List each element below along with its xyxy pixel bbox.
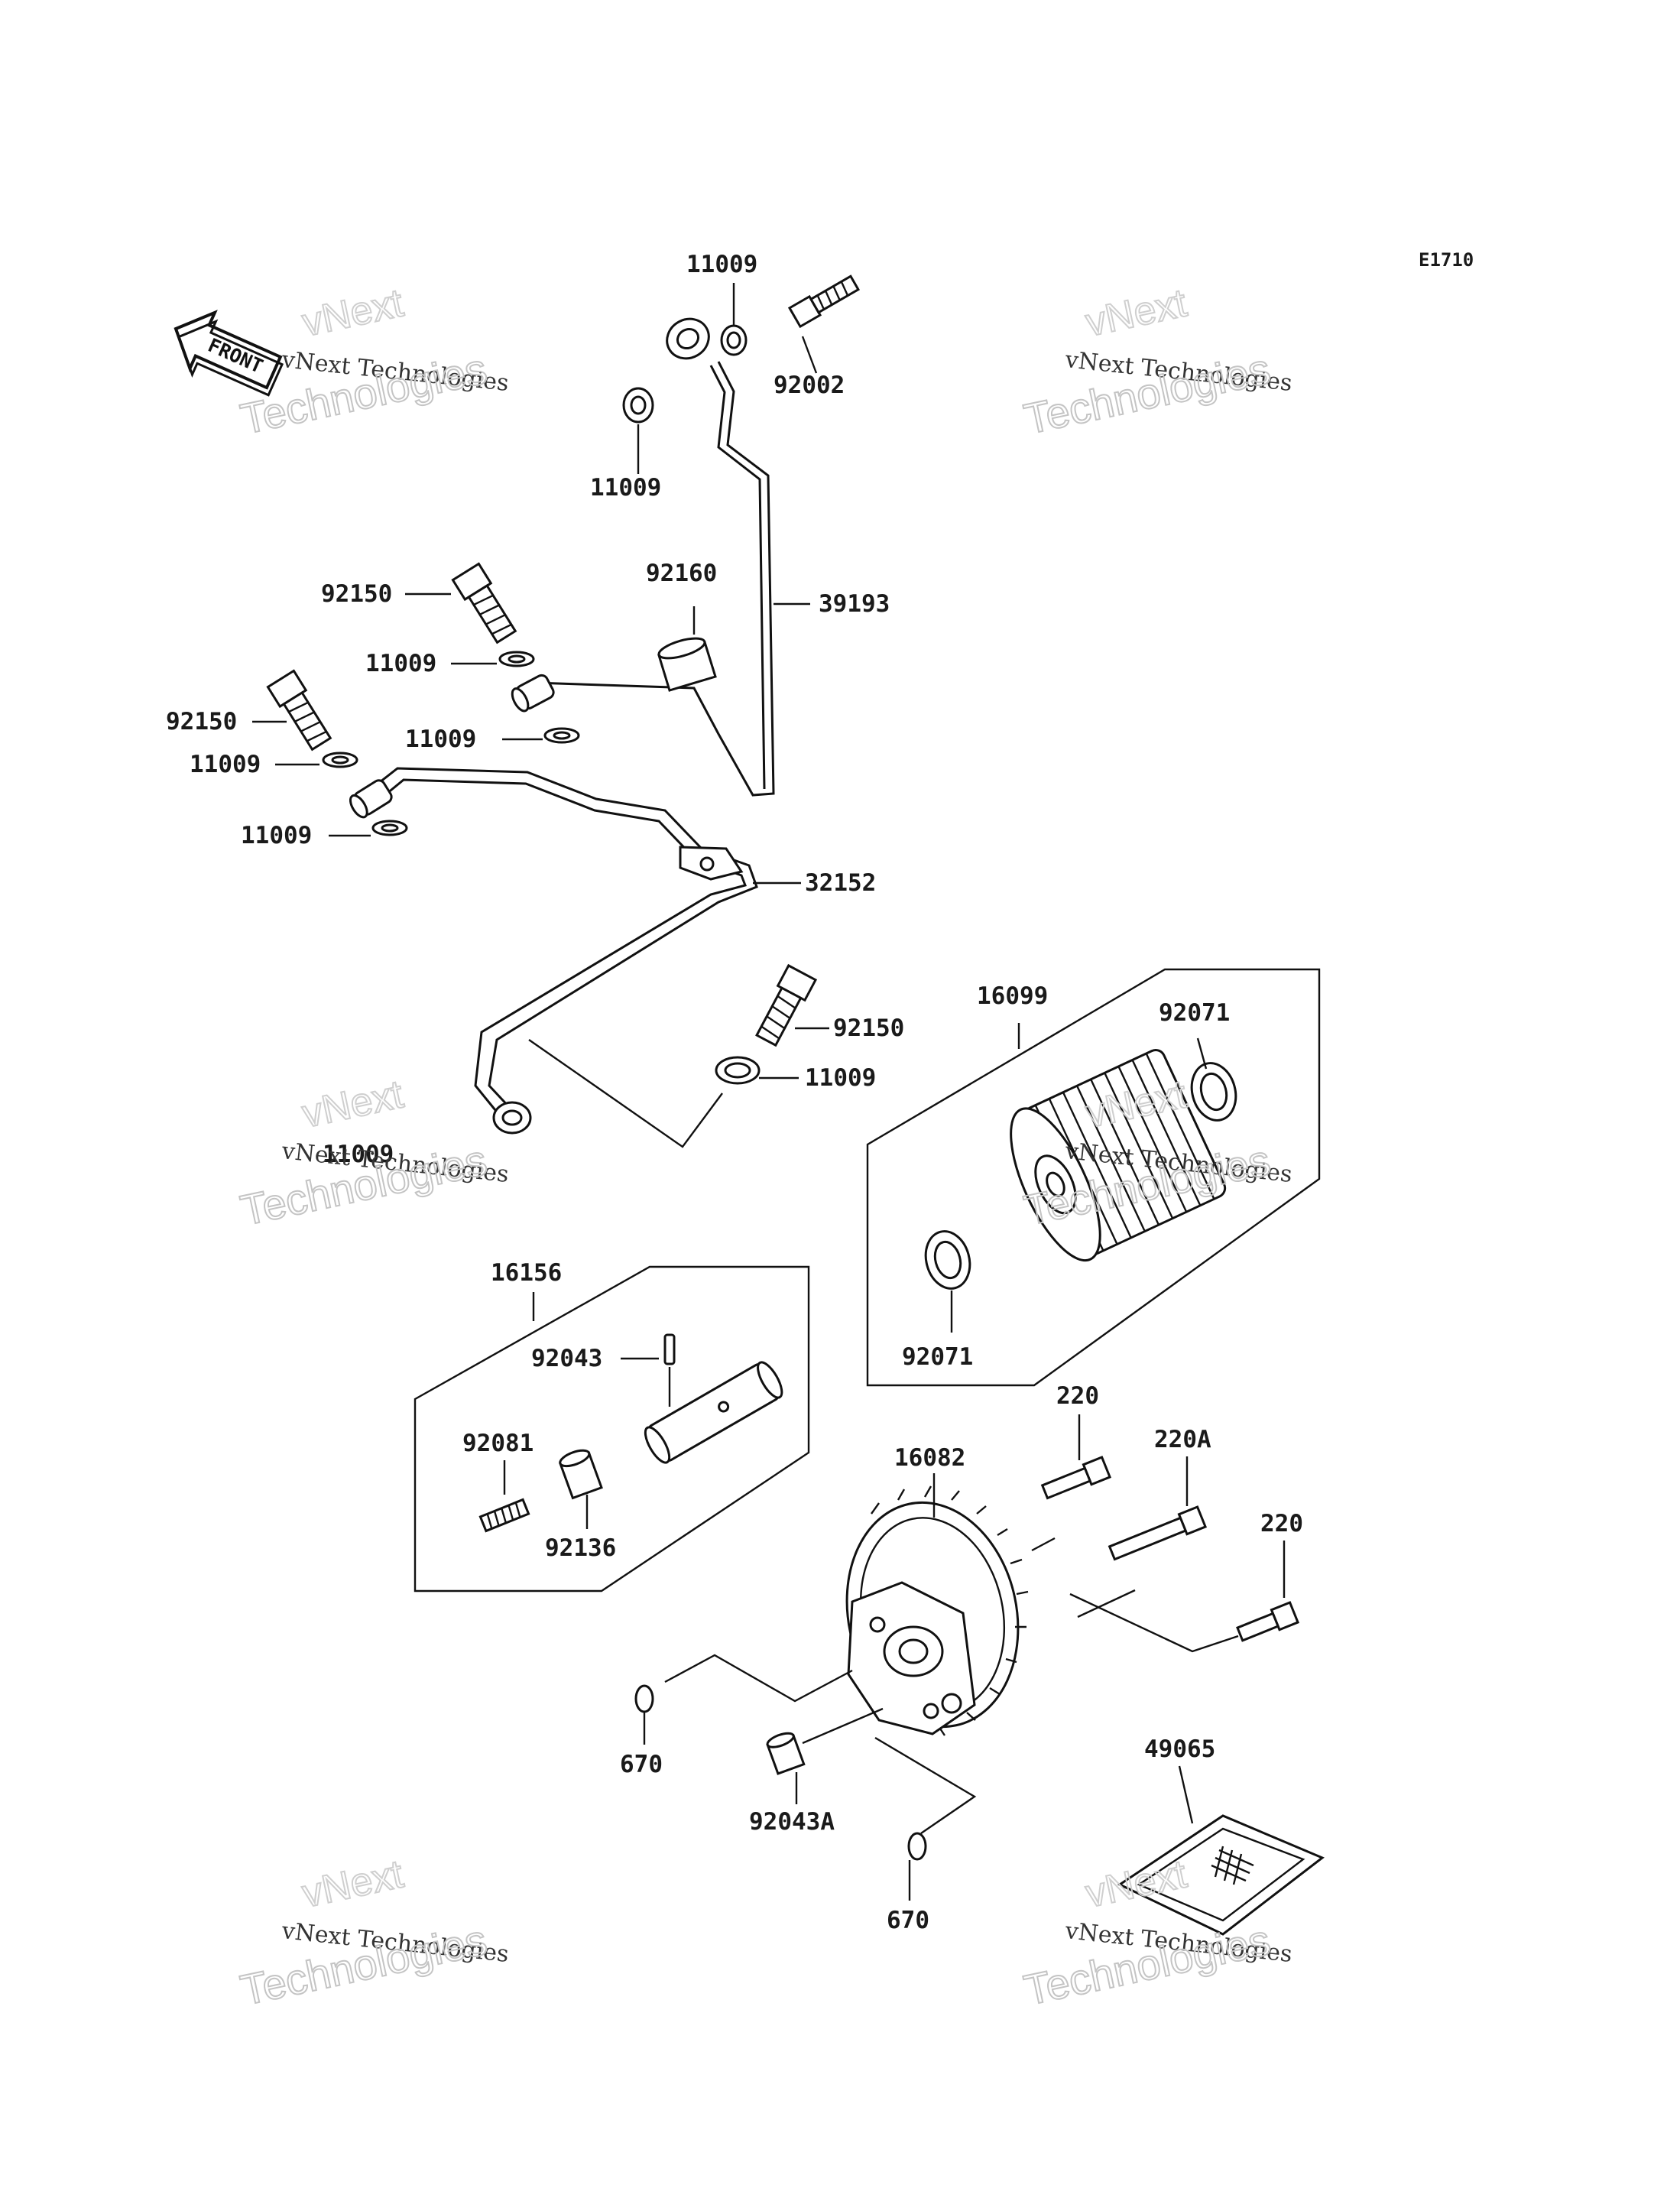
watermark-line: vNext — [298, 281, 407, 345]
leader-lines — [252, 283, 1286, 1901]
strainer-icon — [1117, 1814, 1325, 1936]
part-label: 11009 — [365, 650, 436, 677]
part-label: 16099 — [977, 982, 1048, 1010]
washer-group — [322, 324, 761, 1085]
part-label: 11009 — [805, 1064, 876, 1092]
bolt-icon — [266, 669, 332, 752]
part-labels: 11009 92002 11009 92160 39193 92150 1100… — [166, 251, 1303, 1934]
watermark: vNext vNext Technologies Technologies — [1019, 280, 1293, 443]
watermark: vNext vNext Technologies Technologies — [235, 1851, 510, 2015]
oil-pipe-assembly — [349, 317, 775, 1135]
watermark-line: vNext — [298, 1852, 407, 1916]
part-label: 92136 — [545, 1534, 616, 1562]
part-label: 16082 — [894, 1444, 965, 1472]
part-label: 92081 — [462, 1430, 534, 1457]
part-label: 11009 — [323, 1141, 394, 1168]
part-label: 670 — [887, 1907, 929, 1934]
part-label: 11009 — [686, 251, 757, 278]
part-label: 220 — [1260, 1510, 1303, 1537]
part-label: 220 — [1056, 1382, 1099, 1410]
part-label: 92160 — [646, 560, 717, 587]
bolt-icon — [451, 562, 517, 644]
part-label: 92071 — [1159, 999, 1230, 1027]
relief-valve-group — [414, 1265, 810, 1592]
part-label: 92043 — [531, 1345, 602, 1372]
part-label: 92043A — [749, 1808, 835, 1836]
part-label: 16156 — [491, 1259, 562, 1287]
oil-filter-group — [866, 968, 1321, 1387]
oil-pump-group — [634, 1456, 1300, 1861]
part-label: 32152 — [805, 869, 876, 897]
bolt-icon — [787, 274, 860, 329]
part-label: 220A — [1154, 1426, 1211, 1453]
collar-icon — [657, 637, 717, 692]
part-label: 92002 — [774, 372, 845, 399]
part-label: 39193 — [819, 590, 890, 618]
diagram-code: E1710 — [1419, 249, 1474, 271]
part-label: 11009 — [241, 822, 312, 849]
part-label: 11009 — [190, 751, 261, 778]
part-label: 92071 — [902, 1343, 973, 1371]
watermark-line: vNext — [1082, 281, 1191, 345]
part-label: 49065 — [1144, 1735, 1215, 1763]
bolt-icon — [755, 963, 818, 1047]
part-label: 670 — [620, 1751, 663, 1778]
part-label: 92150 — [833, 1015, 904, 1042]
part-label: 92150 — [166, 708, 237, 735]
part-label: 11009 — [405, 726, 476, 753]
part-label: 92150 — [321, 580, 392, 608]
watermark: vNext vNext Technologies Technologies — [235, 1071, 510, 1235]
watermark-line: vNext — [298, 1072, 407, 1136]
part-label: 11009 — [590, 474, 661, 502]
